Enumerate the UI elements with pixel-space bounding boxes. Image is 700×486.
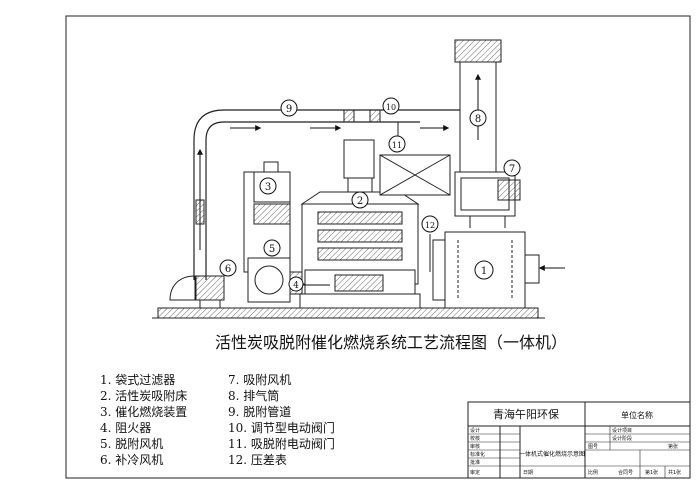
legend-item: 5. 脱附风机	[100, 436, 163, 451]
drawing-border	[65, 15, 691, 479]
callout-11: 11	[392, 141, 402, 150]
legend-item: 10. 调节型电动阀门	[228, 420, 335, 435]
legend-item: 11. 吸脱附电动阀门	[228, 436, 335, 451]
row-label: 审核	[470, 443, 480, 450]
callout-12: 12	[425, 221, 435, 230]
drawing-name: 一体机式催化燃烧示意图	[519, 450, 585, 458]
total-sheets-label: 共1张	[668, 469, 681, 476]
carbon-adsorption-bed: 2	[296, 178, 421, 309]
scale-label: 比例	[588, 469, 598, 476]
sheet-label: 第1张	[645, 469, 658, 476]
callout-9: 9	[286, 104, 292, 115]
cooling-fan: 6	[169, 259, 237, 308]
pressure-gauge: 12	[421, 215, 439, 272]
bag-filter: 1	[432, 231, 565, 309]
total-label: 第张	[668, 443, 678, 450]
callout-7: 7	[509, 164, 515, 175]
callout-8: 8	[475, 114, 481, 125]
callout-1: 1	[481, 266, 487, 277]
diagram-title: 活性炭吸脱附催化燃烧系统工艺流程图（一体机）	[215, 333, 567, 352]
exhaust-stack: 8	[454, 39, 502, 173]
callout-4: 4	[293, 281, 299, 291]
drawing-no-label: 图号	[588, 444, 598, 450]
date-label: 日期	[523, 470, 533, 476]
callout-10: 10	[386, 103, 396, 112]
legend-item: 9. 脱附管道	[228, 404, 291, 419]
desorption-pipe: 9	[193, 99, 460, 280]
callout-6: 6	[225, 264, 231, 275]
stage-label: 设计阶段	[612, 435, 632, 442]
unit-name-label: 单位名称	[621, 410, 653, 420]
adsorption-fan: 7	[454, 159, 521, 228]
catalytic-combustion-unit: 3	[243, 161, 291, 273]
row-label: 标准化	[470, 451, 485, 458]
row-label: 设计	[470, 427, 480, 434]
project-label: 设计项目	[612, 427, 632, 434]
contract-label: 合同号	[618, 469, 633, 476]
title-block: 青海午阳环保 单位名称 设计 校核 审核 标准化 批准 审定 一体机式催化燃烧示…	[467, 401, 691, 479]
row-label: 校核	[470, 435, 480, 442]
callout-2: 2	[357, 196, 363, 207]
row-label: 批准	[470, 459, 480, 466]
legend-item: 1. 袋式过滤器	[100, 373, 175, 387]
desorption-fan: 5	[247, 239, 291, 303]
legend-item: 6. 补冷风机	[100, 453, 163, 467]
legend-item: 2. 活性炭吸附床	[100, 389, 187, 403]
company-name: 青海午阳环保	[493, 407, 559, 421]
legend-item: 12. 压差表	[228, 453, 287, 467]
ground-base	[157, 307, 539, 319]
legend-item: 4. 阻火器	[100, 421, 151, 435]
legend: 1. 袋式过滤器 2. 活性炭吸附床 3. 催化燃烧装置 4. 阻火器 5. 脱…	[100, 373, 335, 467]
motorized-valves: 10 11	[343, 97, 451, 196]
legend-item: 3. 催化燃烧装置	[100, 404, 187, 419]
flame-arrester: 4	[288, 271, 304, 295]
legend-item: 7. 吸附风机	[228, 373, 291, 387]
callout-3: 3	[265, 182, 271, 193]
row-label: 审定	[470, 469, 480, 476]
callout-5: 5	[269, 244, 275, 255]
legend-item: 8. 排气筒	[228, 388, 279, 403]
